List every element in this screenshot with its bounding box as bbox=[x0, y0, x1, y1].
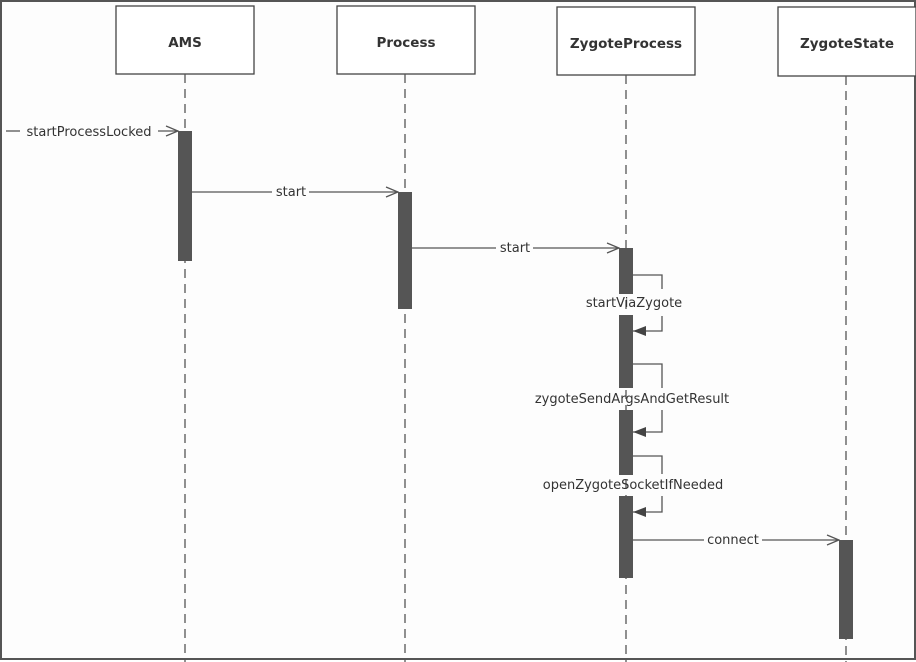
activation-bar-zygoteprocess bbox=[619, 248, 633, 294]
activation-bar-zygoteprocess bbox=[619, 496, 633, 578]
message-start-process: start bbox=[192, 185, 398, 200]
participant-box bbox=[777, 6, 916, 77]
self-loop-line bbox=[633, 274, 663, 289]
self-loop-line bbox=[633, 363, 663, 388]
participant-label: ZygoteState bbox=[800, 36, 894, 52]
activation-bar-zygoteprocess bbox=[619, 410, 633, 475]
message-startprocesslocked: startProcessLocked bbox=[6, 125, 178, 140]
message-label: startProcessLocked bbox=[26, 125, 151, 140]
self-message-openzygotesocketifneeded: openZygoteSocketIfNeeded bbox=[543, 455, 724, 517]
message-label: zygoteSendArgsAndGetResult bbox=[535, 392, 729, 407]
participant-label: AMS bbox=[168, 35, 202, 51]
activation-bar-zygoteprocess bbox=[619, 315, 633, 388]
participant-box bbox=[556, 6, 696, 76]
participant-label: ZygoteProcess bbox=[570, 36, 682, 52]
participant-box bbox=[336, 5, 476, 75]
self-message-zygotesendargsandgetresult: zygoteSendArgsAndGetResult bbox=[535, 363, 729, 437]
participant-box bbox=[115, 5, 255, 75]
activation-bar-ams bbox=[178, 131, 192, 261]
self-loop-line bbox=[633, 455, 663, 474]
message-label: start bbox=[500, 241, 530, 256]
participant-process: Process bbox=[336, 5, 476, 75]
self-loop-arrow bbox=[633, 410, 663, 437]
participant-ams: AMS bbox=[115, 5, 255, 75]
message-connect: connect bbox=[633, 533, 839, 548]
activation-bar-process bbox=[398, 192, 412, 309]
self-message-startviazygote: startViaZygote bbox=[586, 274, 682, 336]
message-label: openZygoteSocketIfNeeded bbox=[543, 478, 724, 493]
self-loop-arrow bbox=[633, 316, 663, 336]
participant-zygoteprocess: ZygoteProcess bbox=[556, 6, 696, 76]
message-label: connect bbox=[707, 533, 759, 548]
message-label: startViaZygote bbox=[586, 296, 682, 311]
message-start-zygoteprocess: start bbox=[412, 241, 619, 256]
activation-bar-zygotestate bbox=[839, 540, 853, 639]
self-loop-arrow bbox=[633, 496, 663, 517]
participant-label: Process bbox=[376, 35, 435, 51]
participant-zygotestate: ZygoteState bbox=[777, 6, 916, 77]
message-label: start bbox=[276, 185, 306, 200]
